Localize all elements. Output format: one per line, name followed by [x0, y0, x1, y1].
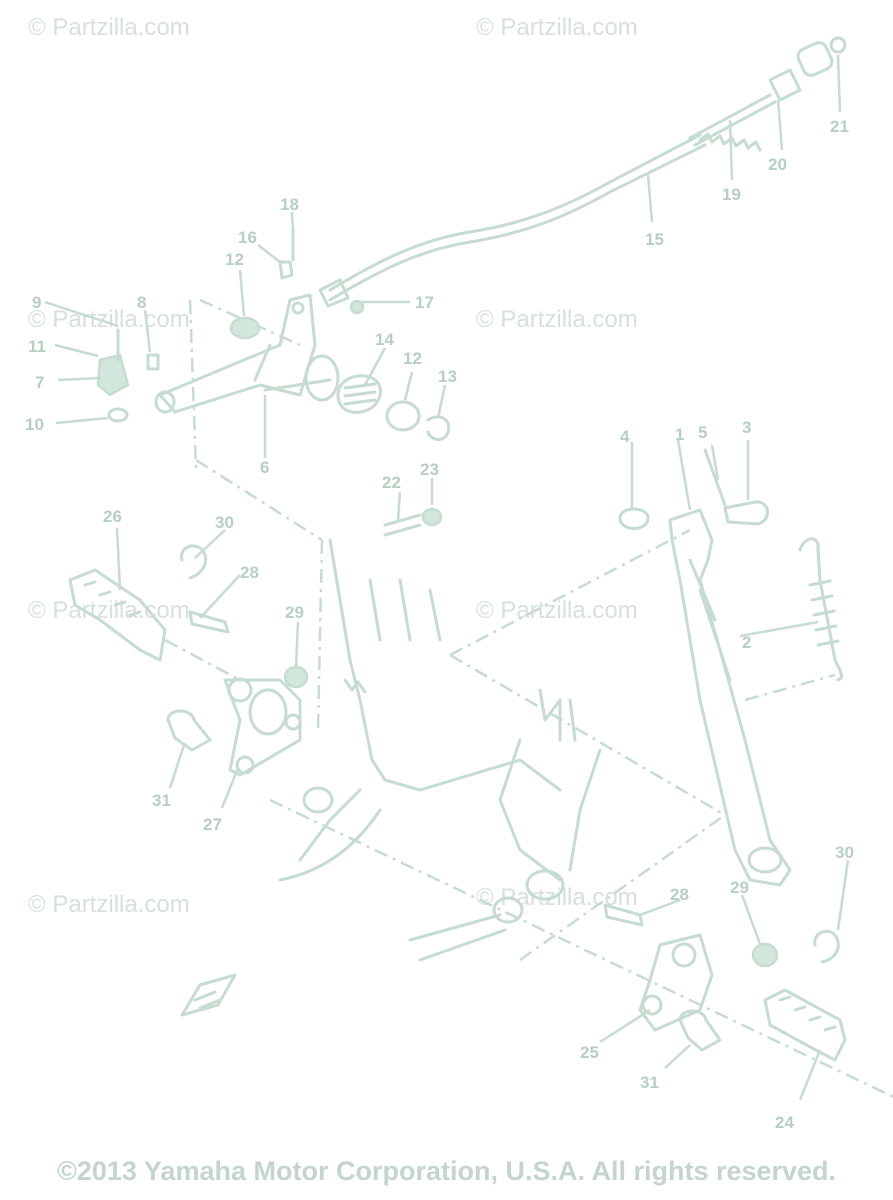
callout-label: 15	[645, 230, 664, 249]
shift-pedal	[154, 293, 340, 414]
shift-rod	[328, 133, 702, 292]
rod-joint	[768, 68, 802, 102]
bolt-22	[383, 513, 422, 537]
rod-end-lower	[318, 278, 350, 308]
callout-label: 12	[403, 349, 422, 368]
callout-label: 7	[35, 373, 44, 392]
spring-30-right	[813, 930, 840, 964]
washer-29-right	[751, 942, 779, 968]
callout-label: 29	[730, 878, 749, 897]
callout-label: 29	[285, 603, 304, 622]
callout-label: 4	[620, 427, 630, 446]
ref-line	[449, 653, 726, 817]
spring-2	[798, 537, 843, 682]
pin-28-right	[603, 903, 644, 927]
bolt-3	[723, 500, 769, 526]
callout-label: 17	[415, 293, 434, 312]
watermark: © Partzilla.com	[476, 597, 638, 624]
nut-17	[349, 299, 365, 315]
front-arrow-icon	[180, 973, 237, 1017]
callout-label: 5	[698, 423, 707, 442]
pin-8	[146, 353, 160, 371]
callout-label: 28	[240, 563, 259, 582]
pedal-tip	[96, 353, 130, 397]
callout-label: 26	[103, 507, 122, 526]
callout-label: 19	[722, 185, 741, 204]
pin-28-left	[188, 610, 230, 634]
frame-outline	[278, 538, 602, 962]
ref-line	[199, 298, 301, 347]
callout-label: 11	[28, 337, 46, 356]
nut-23	[421, 507, 443, 527]
washer-10	[107, 407, 129, 423]
callout-label: 8	[137, 293, 146, 312]
callout-label: 31	[640, 1073, 659, 1092]
callout-label: 13	[438, 367, 457, 386]
ref-line	[449, 528, 691, 657]
washer-12	[385, 400, 421, 432]
callout-label: 20	[768, 155, 787, 174]
frame-reference-lines	[164, 298, 893, 1099]
shift-rod-assembly	[318, 36, 847, 308]
callout-label: 30	[835, 843, 854, 862]
ref-line	[188, 299, 198, 471]
callout-label: 10	[25, 415, 44, 434]
clip-13	[426, 415, 451, 441]
pin-5	[703, 448, 727, 507]
callout-label: 12	[225, 250, 244, 269]
watermark: © Partzilla.com	[28, 306, 190, 333]
bolt-31-right	[678, 1009, 722, 1052]
leader-lines	[44, 54, 850, 1101]
callout-label: 24	[775, 1113, 794, 1132]
right-footrest	[603, 903, 847, 1062]
copyright-notice: ©2013 Yamaha Motor Corporation, U.S.A. A…	[56, 1156, 837, 1186]
nut-4	[618, 507, 650, 530]
watermark-layer: © Partzilla.com © Partzilla.com © Partzi…	[28, 14, 638, 918]
ref-line	[269, 798, 893, 1099]
spring-14	[336, 374, 382, 414]
watermark: © Partzilla.com	[476, 14, 638, 41]
ref-line	[316, 539, 324, 731]
bolt-31-left	[166, 709, 212, 752]
watermark: © Partzilla.com	[28, 597, 190, 624]
callout-label: 22	[382, 473, 401, 492]
footrest-26	[68, 568, 167, 662]
callout-label: 27	[203, 815, 222, 834]
callout-label: 30	[215, 513, 234, 532]
ref-line	[519, 813, 726, 962]
footrest-24	[763, 988, 847, 1062]
watermark: © Partzilla.com	[28, 14, 190, 41]
callout-label: 23	[420, 460, 439, 479]
callout-label: 14	[375, 330, 394, 349]
bracket-27	[223, 678, 302, 777]
callout-label: 1	[675, 425, 684, 444]
bracket-25	[638, 933, 714, 1032]
callout-label: 6	[260, 458, 269, 477]
left-footrest	[68, 544, 309, 777]
callout-labels: 1 2 3 4 5 6 7 8 9 10 11 12 12 13 14 15 1…	[25, 117, 854, 1132]
callout-label: 2	[742, 633, 751, 652]
pedal-hardware	[96, 228, 451, 537]
callout-label: 18	[280, 195, 299, 214]
spring-30-left	[180, 544, 208, 580]
washer-29-left	[283, 665, 309, 689]
watermark: © Partzilla.com	[28, 891, 190, 918]
callout-label: 25	[580, 1043, 599, 1062]
ref-line	[195, 458, 323, 542]
callout-label: 16	[238, 228, 257, 247]
callout-label: 31	[152, 791, 171, 810]
ref-line	[164, 638, 241, 682]
callout-label: 28	[670, 885, 689, 904]
callout-label: 3	[742, 418, 751, 437]
callout-label: 9	[32, 293, 41, 312]
watermark: © Partzilla.com	[476, 306, 638, 333]
rod-end	[796, 41, 834, 77]
callout-label: 21	[830, 117, 849, 136]
bolt-16	[278, 260, 294, 280]
washer-12-upper	[229, 316, 261, 340]
side-stand	[618, 448, 843, 887]
